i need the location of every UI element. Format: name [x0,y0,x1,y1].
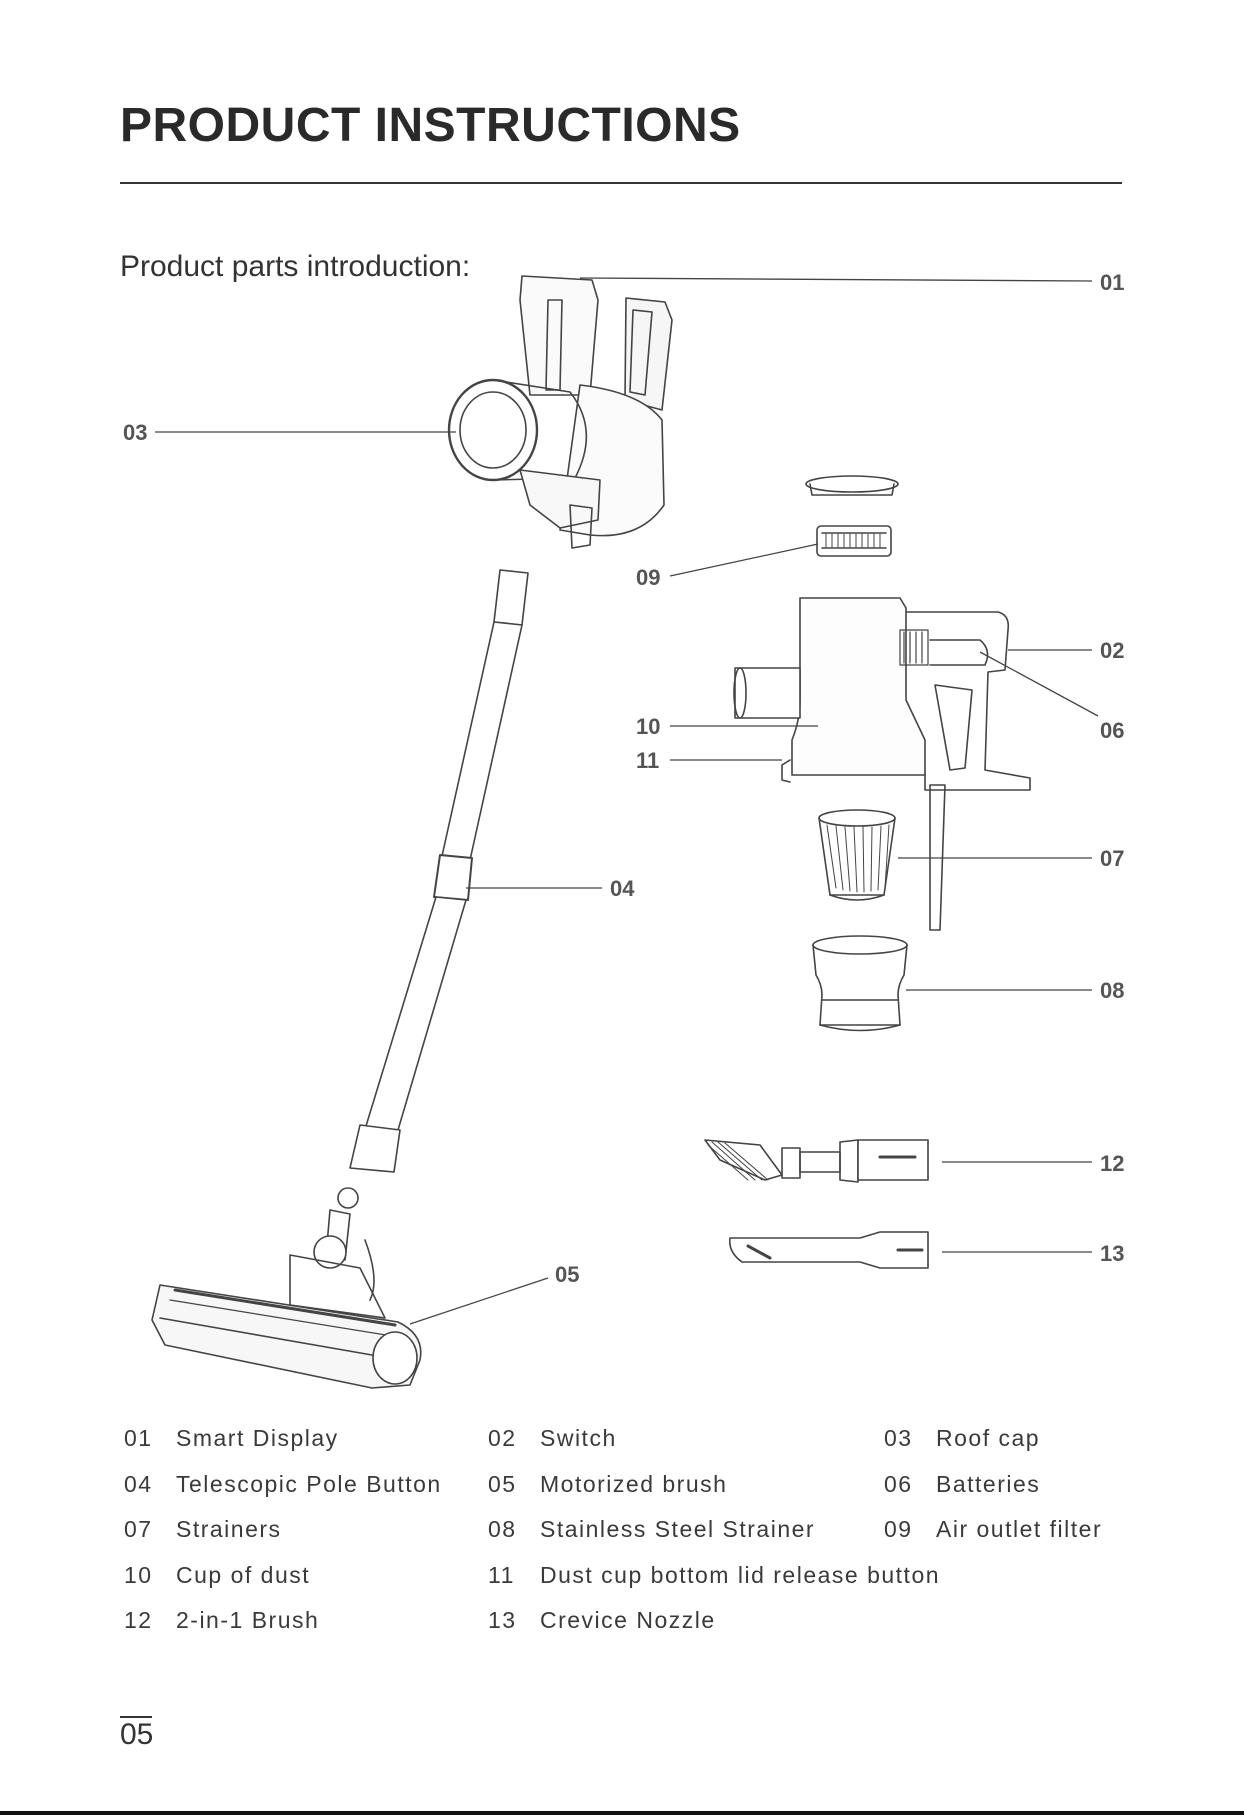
vacuum-body-illustration [151,275,673,1389]
callout-09: 09 [636,565,660,590]
callout-12: 12 [1100,1151,1124,1176]
strainer-illustration [818,809,896,901]
air-outlet-filter-illustration [816,525,892,557]
leader-line-09 [669,543,819,577]
leader-line-05 [409,1277,549,1325]
page-title: PRODUCT INSTRUCTIONS [120,99,741,152]
callout-11: 11 [636,748,659,773]
leader-line-06 [979,651,1099,717]
callout-13: 13 [1100,1241,1124,1266]
callout-03: 03 [123,420,147,445]
callout-10: 10 [636,714,660,739]
callout-04: 04 [610,876,635,901]
crevice-nozzle-illustration [728,1231,929,1269]
bottom-edge [0,1811,1244,1815]
callout-01: 01 [1100,270,1124,295]
callout-05: 05 [555,1262,579,1287]
stainless-strainer-illustration [812,935,908,1032]
roof-cap-illustration [805,475,899,496]
callout-07: 07 [1100,846,1124,871]
page-number: 05 [120,1718,154,1751]
two-in-one-brush-illustration [704,1139,929,1183]
callout-06: 06 [1100,718,1124,743]
callout-02: 02 [1100,638,1124,663]
leader-line-01 [579,277,1093,282]
section-subtitle: Product parts introduction: [120,250,471,283]
callout-08: 08 [1100,978,1124,1003]
page-number-overline [120,1716,152,1718]
dust-cup-illustration [733,597,1031,931]
vacuum-parts-diagram: 01 02 03 04 05 06 07 08 09 10 11 12 13 [123,270,1124,1389]
title-divider [120,182,1122,184]
